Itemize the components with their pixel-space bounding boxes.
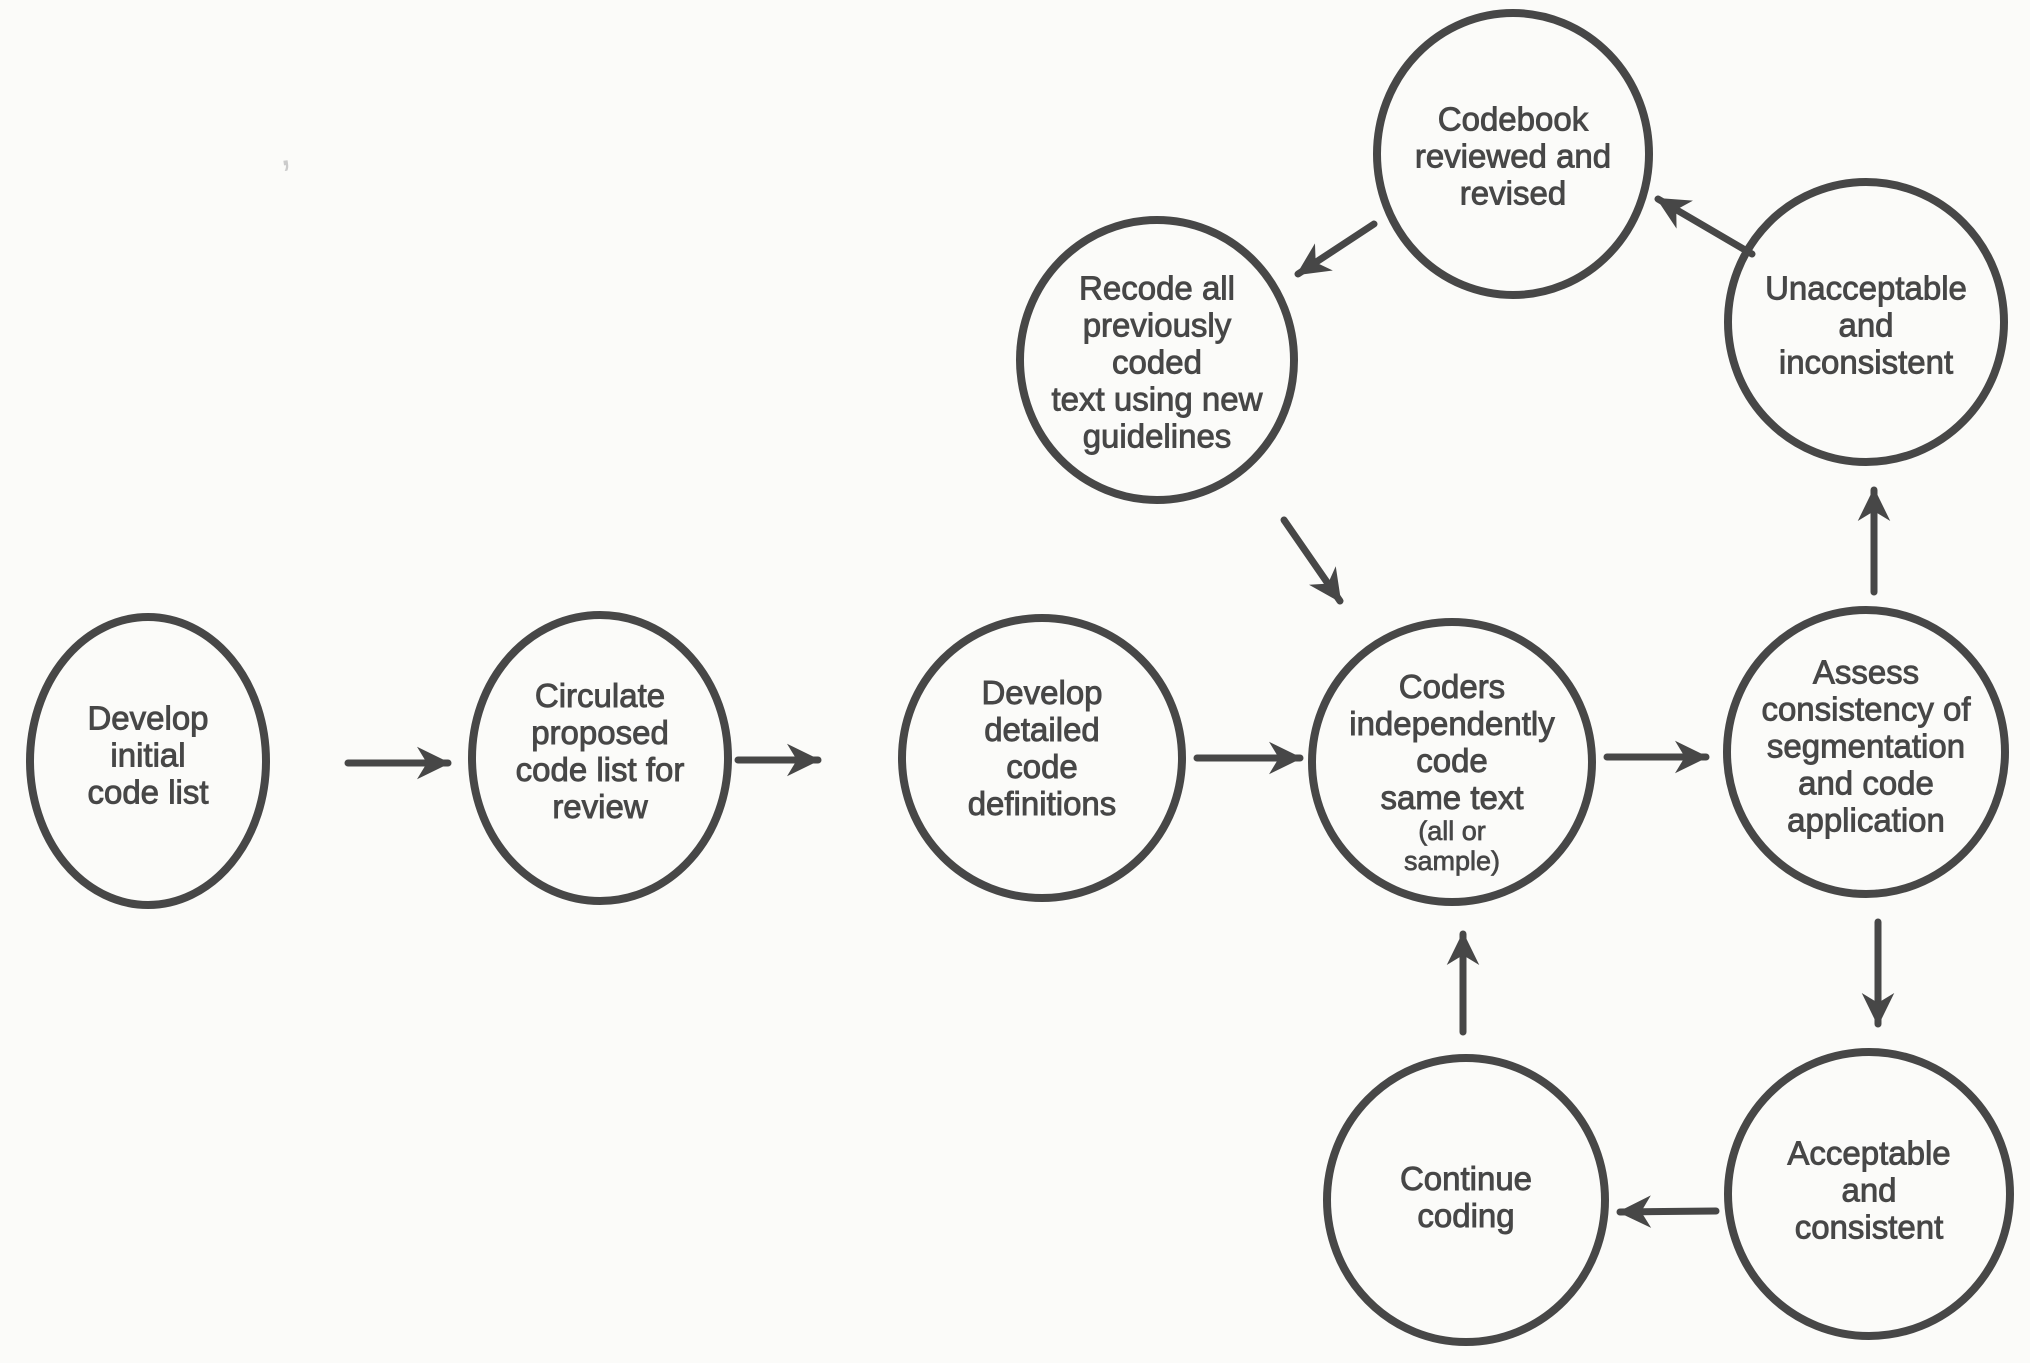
node-label-small-line: sample) <box>1404 846 1500 876</box>
node-label-line: Continue <box>1400 1160 1532 1197</box>
node-circle <box>468 611 732 905</box>
node-label-line: code list for <box>516 751 685 788</box>
node-label-line: Codebook <box>1438 101 1589 138</box>
arrows-layer <box>344 195 1895 1228</box>
node-label-line: consistent <box>1795 1209 1944 1246</box>
node-label-line: and code <box>1798 765 1934 802</box>
node-label-line: reviewed and <box>1415 138 1611 175</box>
node-label-line: code <box>1006 748 1078 785</box>
node-label-line: proposed <box>531 714 669 751</box>
node-circle <box>1016 216 1298 504</box>
node-label-line: Acceptable <box>1787 1135 1950 1172</box>
node-circle <box>1308 618 1596 906</box>
node-circle <box>898 614 1186 902</box>
node-label-line: code list <box>87 774 208 811</box>
node-label-line: and <box>1841 1172 1896 1209</box>
node-label-small-line: (all or <box>1418 816 1486 846</box>
node-label-line: Develop <box>981 674 1102 711</box>
node-label-line: revised <box>1460 175 1566 212</box>
node-circle <box>26 613 270 909</box>
node-label-line: code <box>1416 742 1488 779</box>
node-label-line: text using new <box>1052 381 1263 418</box>
node-label-line: Coders <box>1399 668 1505 705</box>
arrow-line <box>1280 516 1344 605</box>
node-label-line: and <box>1838 307 1893 344</box>
node-label-line: consistency of <box>1761 691 1971 728</box>
node-label-line: coding <box>1417 1197 1514 1234</box>
node-label-line: Circulate <box>535 677 665 714</box>
node-label-line: review <box>552 788 648 825</box>
node-label-line: segmentation <box>1767 728 1965 765</box>
node-label-line: inconsistent <box>1779 344 1953 381</box>
artifact-layer: , <box>275 126 294 176</box>
node-circle <box>1724 178 2008 466</box>
node-circle <box>1724 1048 2014 1340</box>
node-label-line: same text <box>1380 779 1523 816</box>
node-circle <box>1323 1054 1609 1346</box>
node-circle <box>1373 9 1653 299</box>
arrow-unacceptable-to-codebook <box>1654 195 1756 258</box>
node-label-line: Develop <box>87 700 208 737</box>
node-label-line: Unacceptable <box>1765 270 1967 307</box>
arrow-line <box>1616 1195 1720 1228</box>
arrow-recode-to-coders <box>1280 516 1344 605</box>
node-circle <box>1723 606 2009 898</box>
arrow-acceptable-to-continue <box>1616 1195 1720 1228</box>
node-label-line: Recode all <box>1079 270 1235 307</box>
node-label-line: detailed <box>984 711 1100 748</box>
node-label-line: definitions <box>968 785 1117 822</box>
arrow-line <box>1654 195 1756 258</box>
node-label-line: coded <box>1112 344 1202 381</box>
node-label-line: guidelines <box>1083 418 1232 455</box>
node-label-line: initial <box>110 737 185 774</box>
arrow-codebook-to-recode <box>1294 220 1378 278</box>
node-label-line: previously <box>1083 307 1232 344</box>
node-label-line: Assess <box>1813 654 1919 691</box>
node-label-line: application <box>1787 802 1945 839</box>
scan-speck-artifact: , <box>275 126 294 176</box>
arrow-line <box>1294 220 1378 278</box>
node-label-line: independently <box>1349 705 1555 742</box>
